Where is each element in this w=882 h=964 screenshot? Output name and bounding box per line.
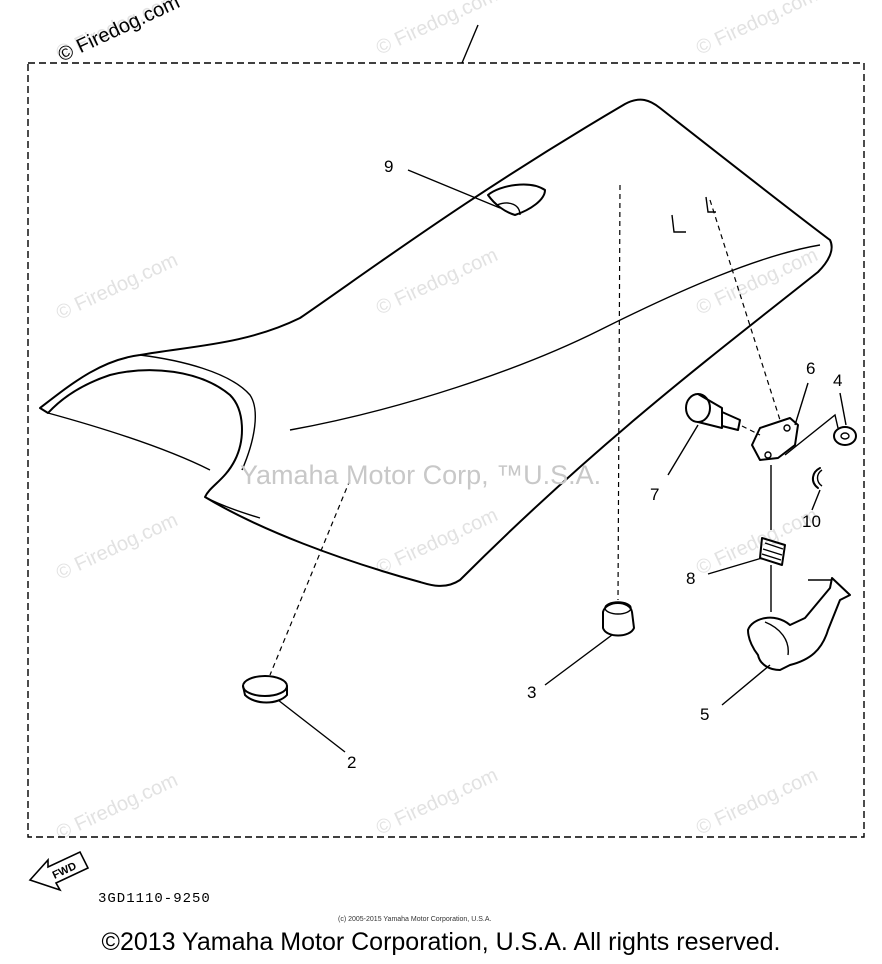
callout-8: 8 — [686, 569, 695, 588]
part-3-damper — [602, 601, 635, 637]
seat-band-bracket — [487, 183, 546, 216]
leader-line — [721, 664, 771, 706]
part-2-damper — [242, 675, 288, 704]
seat — [39, 98, 833, 676]
callout-6: 6 — [806, 359, 815, 378]
callout-7: 7 — [650, 485, 659, 504]
footer-copyright: ©2013 Yamaha Motor Corporation, U.S.A. A… — [101, 928, 781, 956]
center-watermark: Yamaha Motor Corp, ™U.S.A. — [240, 460, 601, 490]
callout-5: 5 — [700, 705, 709, 724]
watermark: © Firedog.com — [373, 0, 501, 60]
watermark: © Firedog.com — [53, 769, 181, 844]
watermark: © Firedog.com — [373, 244, 501, 319]
callout-3: 3 — [527, 683, 536, 702]
fwd-arrow-icon: FWD — [28, 850, 90, 892]
leader-line — [277, 699, 346, 753]
part-8-spring — [759, 537, 786, 566]
small-copyright-notice: (c) 2005-2015 Yamaha Motor Corporation, … — [338, 916, 491, 923]
callout-9: 9 — [384, 157, 393, 176]
part-10-clip — [812, 467, 823, 489]
watermark: © Firedog.com — [53, 249, 181, 324]
seat-damper-guide — [269, 479, 351, 676]
leader-line — [707, 557, 763, 575]
part-4-grommet — [833, 426, 857, 446]
watermark: © Firedog.com — [693, 244, 821, 319]
corner-watermark: © Firedog.com — [55, 0, 183, 67]
leader-line — [794, 382, 809, 426]
leader-line — [667, 424, 699, 476]
assembly-leader — [461, 24, 479, 64]
callout-10: 10 — [802, 512, 821, 531]
leader-line — [407, 169, 501, 209]
leader-line — [811, 489, 821, 511]
callout-2: 2 — [347, 753, 356, 772]
watermark: © Firedog.com — [693, 0, 821, 60]
grommet-guide — [784, 413, 839, 456]
leader-line — [544, 634, 613, 686]
watermark: © Firedog.com — [373, 504, 501, 579]
diagram-code: 3GD1110-9250 — [98, 891, 211, 907]
bolt-guide — [741, 425, 761, 436]
part-5-hook — [747, 577, 851, 671]
callout-4: 4 — [833, 371, 842, 390]
part-7-bolt — [685, 393, 741, 431]
watermark: © Firedog.com — [373, 764, 501, 839]
part-6-bracket — [751, 417, 799, 461]
seat-hook-guide — [617, 184, 621, 601]
watermark: © Firedog.com — [53, 509, 181, 584]
seat-hook-guide — [709, 199, 781, 421]
assembly-frame — [27, 62, 865, 838]
leader-line — [839, 392, 847, 426]
watermark: © Firedog.com — [693, 764, 821, 839]
